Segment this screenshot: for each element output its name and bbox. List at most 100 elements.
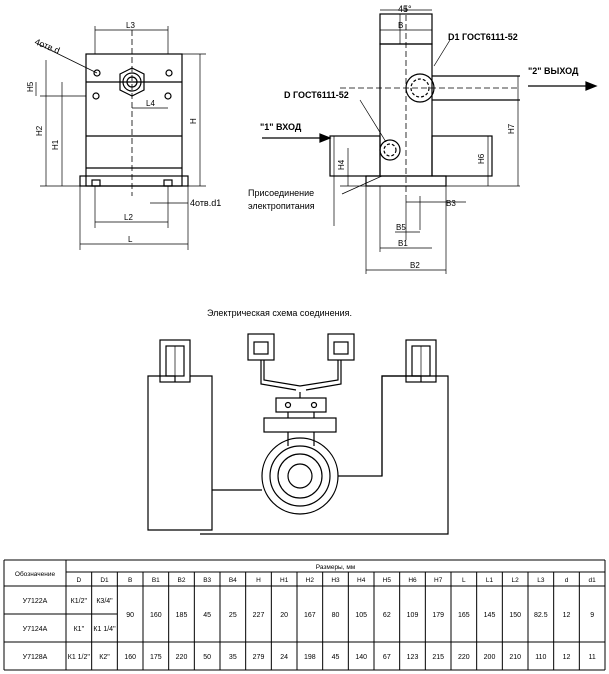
ground-label-1: Присоединение [248,188,314,198]
table-col-header-D1: D1 [100,577,109,584]
table-cell-merged: 62 [383,612,391,619]
table-col-header-H4: H4 [357,577,366,584]
table-cell-row3: 24 [280,654,288,661]
table-col-header-H1: H1 [280,577,289,584]
table-cell-merged: 90 [126,612,134,619]
dim-L2: L2 [124,213,133,222]
table-cell-row3: 45 [332,654,340,661]
outlet-label: "2" ВЫХОД [528,66,579,76]
table-col-header-d: d [565,577,569,584]
table-cell-merged: 150 [509,612,521,619]
side-top-dim: 45° [398,4,412,14]
table-col-header-L2: L2 [512,577,520,584]
table-col-header-d1: d1 [589,577,597,584]
gost-left-label: D ГОСТ6111-52 [284,90,349,100]
table-cell-merged: 12 [563,612,571,619]
scheme-title: Электрическая схема соединения. [207,308,352,318]
table-cell-row3: 160 [124,654,136,661]
table-cell-row3: 11 [589,654,596,661]
table-cell-merged: 165 [458,612,470,619]
front-view [35,26,206,250]
table-cell-merged: 25 [229,612,237,619]
table-group-header: Размеры, мм [316,564,356,571]
table-cell-merged: 167 [304,612,316,619]
table-row-name: У7122А [23,598,48,605]
dim-H2: H2 [35,125,44,136]
table-cell-D: К1/2" [71,598,88,605]
table-cell-row3: 200 [484,654,496,661]
table-cell-merged: 109 [407,612,419,619]
ground-label-2: электропитания [248,201,315,211]
table-cell-row3: 67 [383,654,391,661]
table-cell-merged: 145 [484,612,496,619]
dim-H: H [189,118,198,124]
dim-L: L [128,235,133,244]
table-cell-D1: К2" [99,654,110,661]
dim-B5: B5 [396,223,406,232]
table-cell-row3: 210 [509,654,521,661]
table-cell-row3: 140 [355,654,367,661]
table-cell-row3: 215 [432,654,444,661]
dim-H4: H4 [337,159,346,170]
table-cell-row3: 175 [150,654,162,661]
table-cell-merged: 20 [280,612,288,619]
table-col-header-H2: H2 [306,577,315,584]
table-col-header-L: L [462,577,466,584]
dim-B3: B3 [446,199,456,208]
dim-H6: H6 [477,153,486,164]
table-col-header-D: D [76,577,81,584]
table-cell-merged: 160 [150,612,162,619]
side-view [262,6,598,274]
table-col-header-H: H [256,577,261,584]
table-cell-row3: 220 [458,654,470,661]
side-b-label: B [398,21,403,30]
table-cell-merged: 82.5 [534,612,548,619]
dim-H5: H5 [26,81,35,92]
dim-B1: B1 [398,239,408,248]
table-cell-row3: 198 [304,654,316,661]
dim-L4: L4 [146,99,155,108]
table-cell-row3: 35 [229,654,237,661]
front-hole-bottom-label: 4отв.d1 [190,198,221,208]
table-cell-row3: 50 [203,654,211,661]
dim-H1: H1 [51,139,60,150]
table-cell-row3: 123 [407,654,419,661]
table-cell-merged: 105 [355,612,367,619]
dim-H7: H7 [507,123,516,134]
table-cell-merged: 179 [432,612,444,619]
table-row-name: У7128А [23,654,48,661]
table-col-header-B3: B3 [203,577,211,584]
table-row-name: У7124А [23,626,48,633]
table-col-header-B: B [128,577,132,584]
table-cell-row3: 110 [535,654,546,661]
table-col-header-B2: B2 [178,577,186,584]
table-cell-merged: 80 [332,612,340,619]
table-cell-D1: К3/4" [96,598,113,605]
table-col-header-H3: H3 [331,577,340,584]
table-cell-row3: 220 [176,654,188,661]
table-cell-merged: 45 [203,612,211,619]
table-cell-row3: 279 [253,654,265,661]
table-cell-D: К1" [74,626,85,633]
table-cell-D: К1 1/2" [68,654,91,661]
dim-B2: B2 [410,261,420,270]
gost-top-label: D1 ГОСТ6111-52 [448,32,518,42]
table-cell-D1: К1 1/4" [93,626,116,633]
table-col-header-B4: B4 [229,577,237,584]
table-cell-merged: 9 [590,612,594,619]
front-hole-top-label: 4отв.d [33,37,61,56]
table-col-header-H5: H5 [383,577,392,584]
table-col-header-H7: H7 [434,577,443,584]
table-col-header-L3: L3 [537,577,545,584]
table-cell-merged: 227 [253,612,265,619]
electrical-scheme [147,333,449,535]
inlet-label: "1" ВХОД [260,122,302,132]
table-cell-merged: 185 [176,612,188,619]
table-col-header-H6: H6 [408,577,417,584]
table-cell-row3: 12 [563,654,571,661]
table-name-header: Обозначение [15,570,56,578]
dim-L3: L3 [126,21,135,30]
table-col-header-B1: B1 [152,577,160,584]
